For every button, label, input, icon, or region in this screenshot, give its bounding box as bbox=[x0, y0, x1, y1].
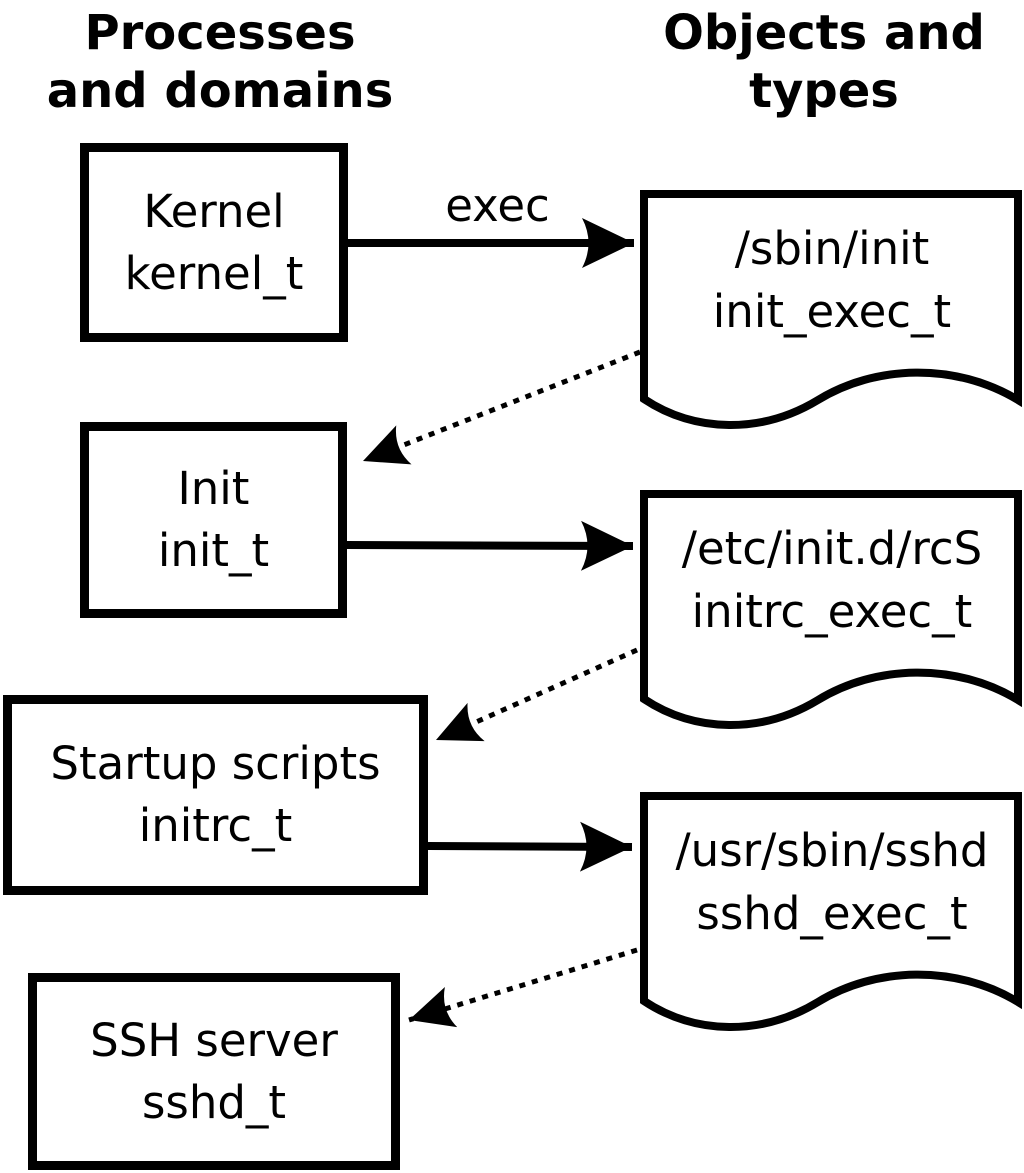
exec-arrow-label: exec bbox=[445, 179, 550, 232]
column-header-line: Objects and bbox=[663, 5, 985, 61]
object-node-etc-initd-rcs: /etc/init.d/rcS initrc_exec_t bbox=[640, 517, 1024, 643]
process-domain: initrc_t bbox=[138, 799, 293, 852]
object-node-sbin-init: /sbin/init init_exec_t bbox=[640, 217, 1024, 343]
object-doc-sbin-init bbox=[640, 190, 1022, 429]
transition-arrow-sshd-to-ssh-server bbox=[408, 947, 638, 1028]
object-path: /usr/sbin/sshd bbox=[675, 824, 989, 877]
process-name: Init bbox=[177, 462, 250, 515]
process-name: Startup scripts bbox=[50, 737, 381, 790]
process-domain: init_t bbox=[157, 524, 270, 577]
object-doc-etc-initd-rcs bbox=[640, 490, 1022, 729]
object-path: /etc/init.d/rcS bbox=[681, 522, 983, 575]
transition-arrow-rcs-to-startup-scripts bbox=[434, 647, 639, 743]
object-node-usr-sbin-sshd: /usr/sbin/sshd sshd_exec_t bbox=[640, 819, 1024, 945]
process-box-init bbox=[80, 422, 347, 618]
process-node-init: Init init_t bbox=[80, 422, 347, 618]
object-path: /sbin/init bbox=[734, 222, 930, 275]
exec-arrow-startup-to-usr-sbin-sshd bbox=[427, 821, 633, 872]
process-name: SSH server bbox=[90, 1013, 338, 1067]
column-header-processes-and-domains: Processes and domains bbox=[0, 4, 440, 120]
column-header-line: types bbox=[749, 63, 899, 119]
process-box-startup-scripts bbox=[3, 695, 428, 895]
column-header-objects-and-types: Objects and types bbox=[604, 4, 1024, 120]
object-doc-usr-sbin-sshd bbox=[640, 792, 1022, 1031]
exec-arrow-init-to-etc-initd-rcs bbox=[346, 520, 634, 571]
process-domain: sshd_t bbox=[141, 1075, 287, 1129]
process-box-ssh-server bbox=[28, 973, 400, 1170]
object-type: init_exec_t bbox=[712, 285, 952, 338]
process-box-kernel bbox=[80, 143, 348, 342]
object-type: initrc_exec_t bbox=[691, 585, 973, 638]
process-domain: kernel_t bbox=[124, 246, 304, 300]
process-node-ssh-server: SSH server sshd_t bbox=[28, 973, 400, 1170]
column-header-line: and domains bbox=[46, 63, 394, 119]
column-header-line: Processes bbox=[84, 5, 356, 61]
process-node-startup-scripts: Startup scripts initrc_t bbox=[3, 695, 428, 895]
process-name: Kernel bbox=[143, 184, 285, 238]
object-type: sshd_exec_t bbox=[696, 887, 968, 940]
process-node-kernel: Kernel kernel_t bbox=[80, 143, 348, 342]
transition-arrow-sbin-init-to-init bbox=[362, 349, 641, 465]
